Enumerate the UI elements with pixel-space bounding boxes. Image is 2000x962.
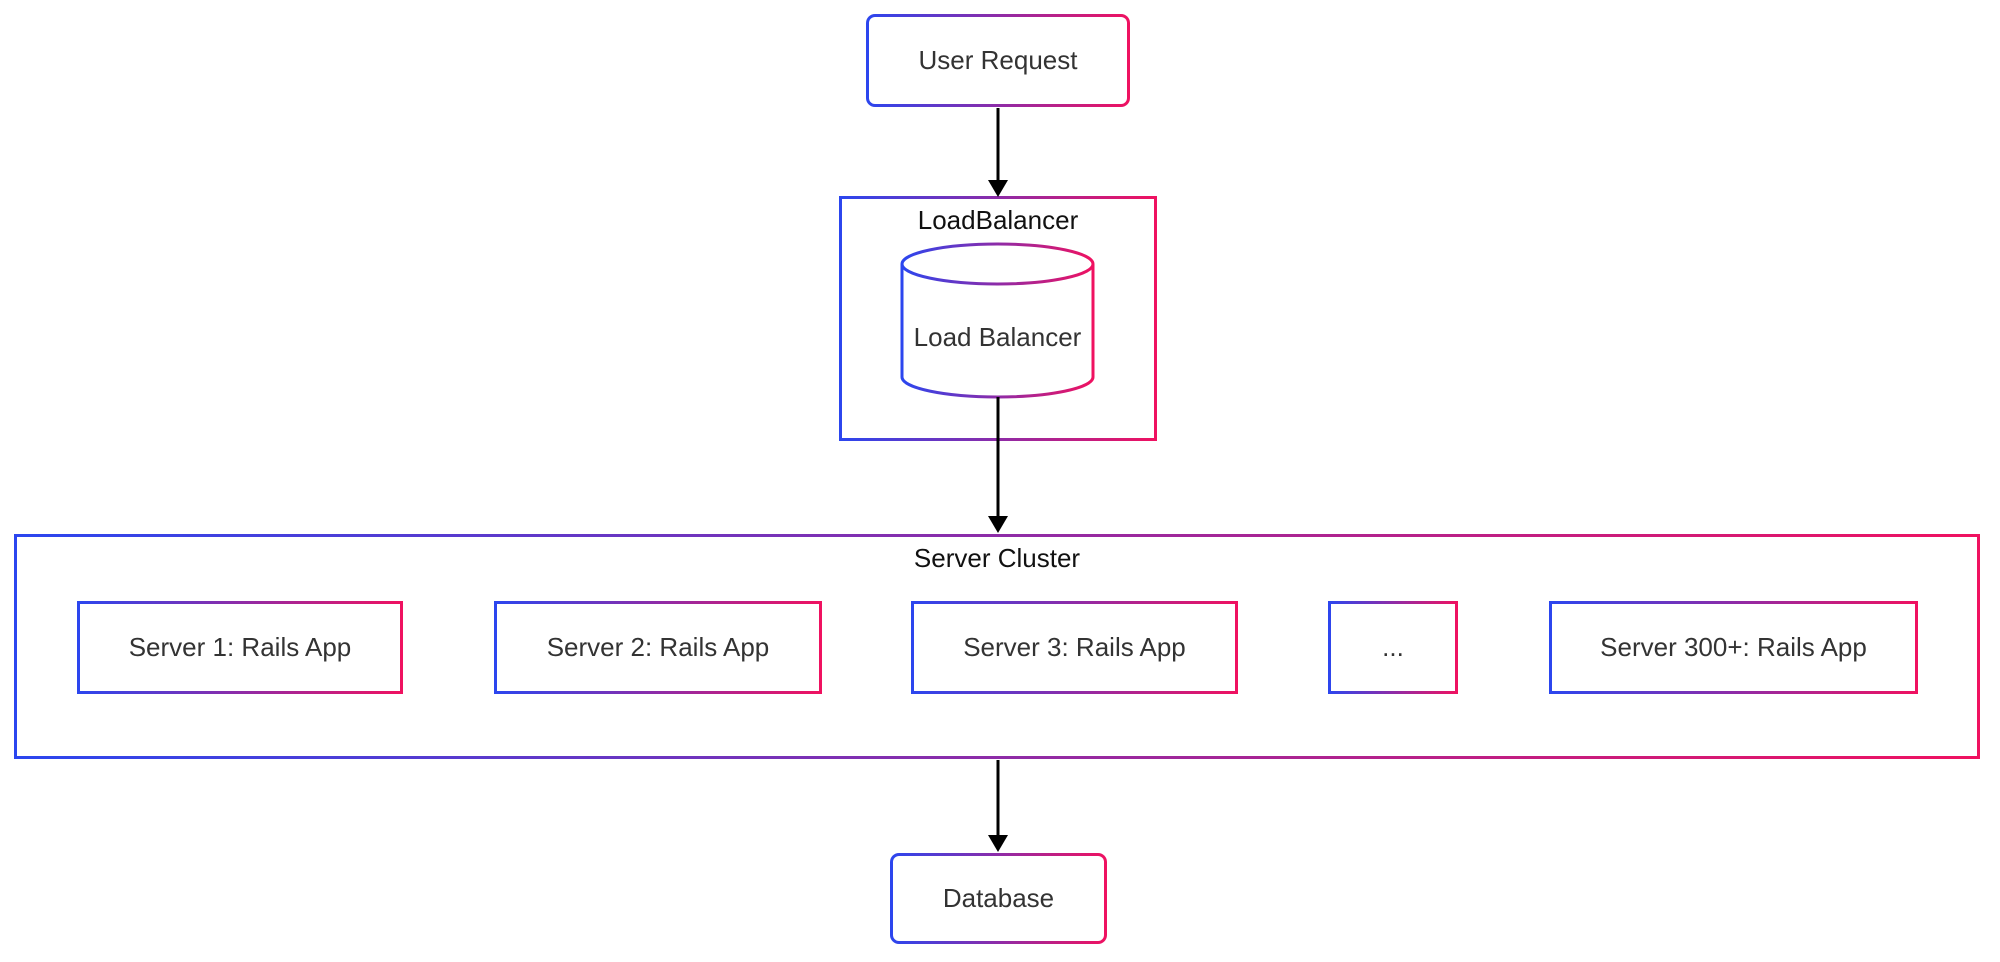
edge-server-cluster-to-database bbox=[988, 760, 1008, 852]
node-database: Database bbox=[890, 853, 1107, 944]
node-server-3: Server 3: Rails App bbox=[911, 601, 1238, 694]
subgraph-loadbalancer: LoadBalancer bbox=[839, 196, 1157, 441]
arrowhead-icon bbox=[988, 180, 1008, 197]
subgraph-loadbalancer-title: LoadBalancer bbox=[917, 205, 1079, 235]
node-user-request: User Request bbox=[866, 14, 1130, 107]
node-load-balancer-label: Load Balancer bbox=[913, 321, 1082, 352]
arrowhead-icon bbox=[988, 516, 1008, 533]
node-server-2: Server 2: Rails App bbox=[494, 601, 822, 694]
node-server-300plus-label: Server 300+: Rails App bbox=[1600, 632, 1867, 662]
arrowhead-icon bbox=[988, 835, 1008, 852]
node-server-300plus: Server 300+: Rails App bbox=[1549, 601, 1918, 694]
subgraph-server-cluster-title: Server Cluster bbox=[913, 543, 1081, 573]
node-server-3-label: Server 3: Rails App bbox=[963, 632, 1186, 662]
node-server-1: Server 1: Rails App bbox=[77, 601, 403, 694]
node-user-request-label: User Request bbox=[918, 45, 1078, 75]
node-server-2-label: Server 2: Rails App bbox=[546, 632, 770, 662]
node-server-1-label: Server 1: Rails App bbox=[128, 632, 352, 662]
node-database-label: Database bbox=[942, 883, 1055, 913]
edge-user-request-to-loadbalancer bbox=[988, 108, 1008, 197]
node-server-ellipsis-label: ... bbox=[1382, 632, 1404, 662]
node-server-ellipsis: ... bbox=[1328, 601, 1458, 694]
